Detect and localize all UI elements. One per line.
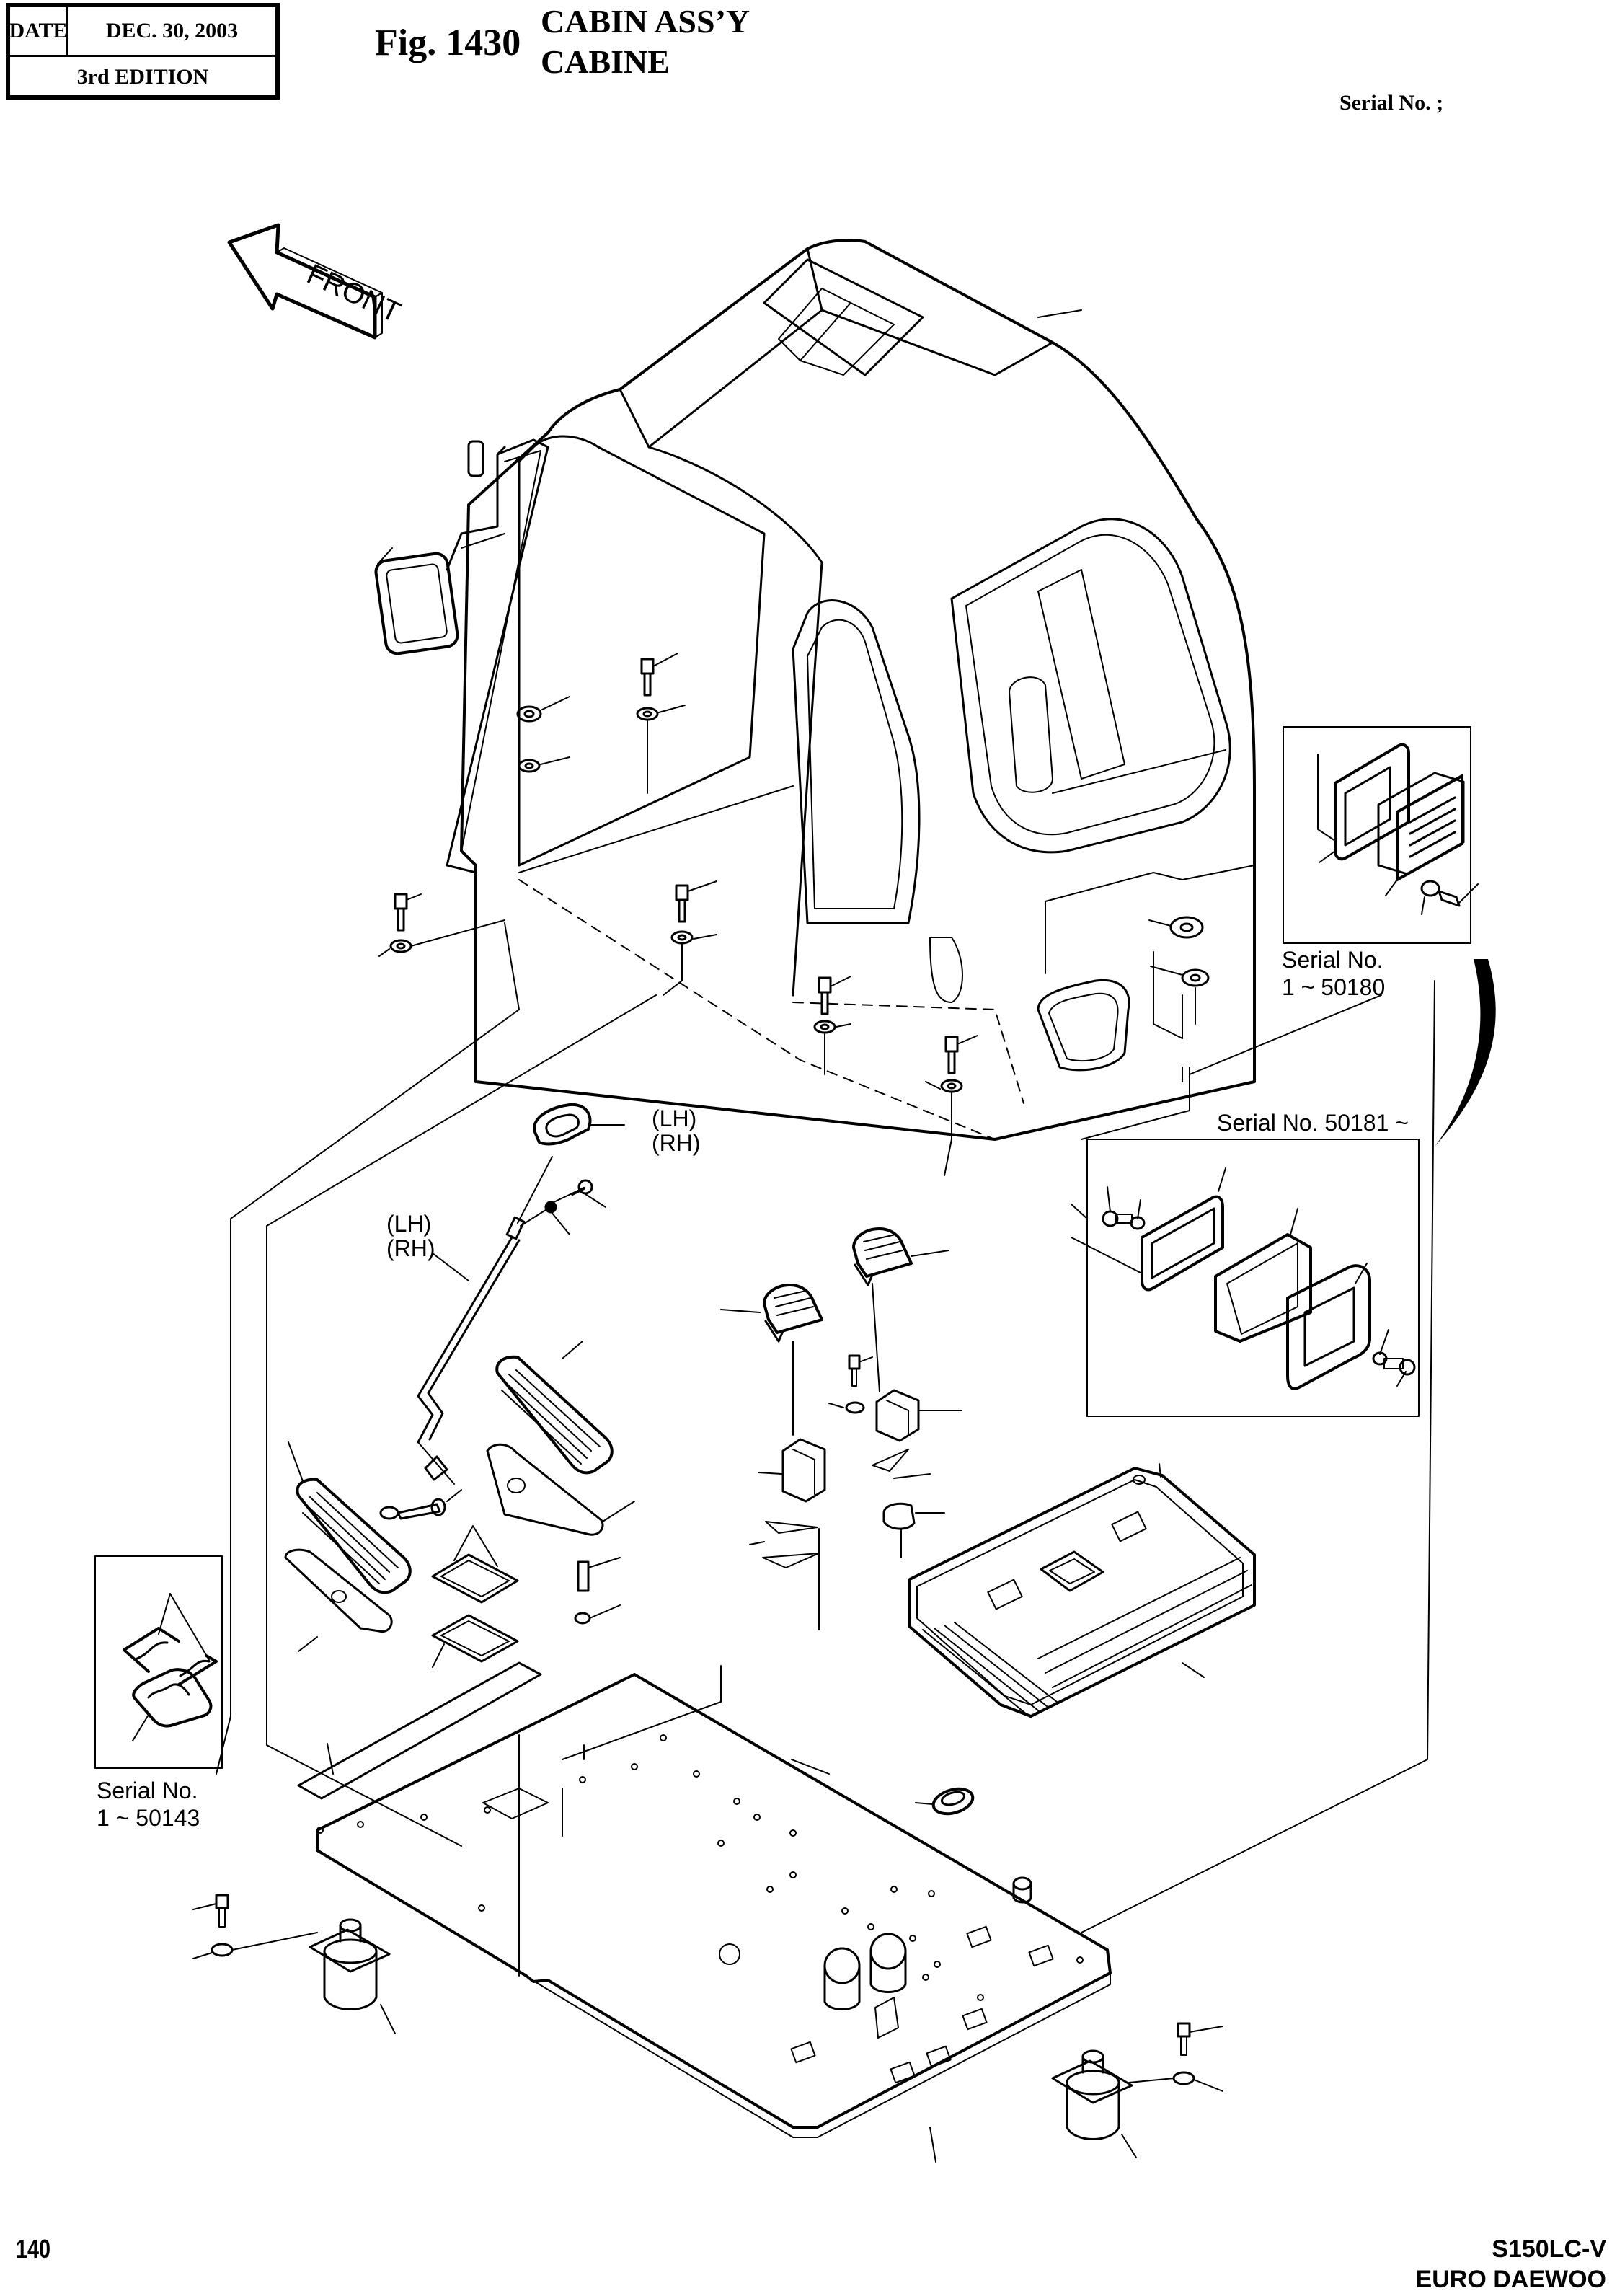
viscous-mount-front [193, 1895, 395, 2034]
plate-early-serial-line1: Serial No. [97, 1778, 198, 1803]
date-label: DATE [9, 7, 68, 55]
edition-label: 3rd EDITION [76, 65, 209, 89]
travel-lever: (LH) (RH) (LH) (RH) [386, 1105, 701, 1442]
pedal-cover-plates [433, 1526, 518, 1667]
washer-icon [519, 757, 570, 772]
vent-assembly-early: Serial No. 1 ~ 50180 [1190, 727, 1478, 1074]
figure-number: Fig. 1430 [375, 22, 521, 63]
pedal-gasket-early: Serial No. 1 ~ 50143 [95, 1556, 222, 1831]
washer-icon [672, 932, 717, 943]
footer-model: S150LC-V EURO DAEWOO [1416, 2234, 1606, 2295]
knob-side-lh: (LH) [652, 1105, 696, 1131]
floor-cover-plate [910, 1464, 1254, 1718]
travel-pedal-right [487, 1341, 634, 1535]
leader-lines [216, 923, 1435, 1933]
cabin-shell [461, 240, 1254, 1139]
lever-side-rh: (RH) [386, 1235, 435, 1261]
vent-assembly-late: Serial No. 50181 ~ [1071, 1110, 1419, 1416]
plate-early-serial-line2: 1 ~ 50143 [97, 1805, 200, 1831]
bolt-icon [946, 1036, 978, 1073]
bolt-icon [642, 653, 678, 695]
washer-icon [637, 705, 685, 720]
header-date-box: DATE DEC. 30, 2003 3rd EDITION [6, 3, 280, 100]
figure-title-fr: CABINE [541, 43, 670, 80]
figure-title-en: CABIN ASS’Y [541, 3, 750, 40]
figure-title: CABIN ASS’Y CABINE [541, 1, 750, 82]
pedal-bolts [381, 1442, 620, 1623]
serial-heading: Serial No. ; [1339, 91, 1444, 115]
auxiliary-pedals [721, 1229, 962, 1630]
divider-swoosh [1435, 959, 1496, 1147]
nut-icon [518, 697, 570, 721]
front-arrow-icon: FRONT [229, 225, 405, 337]
floor-plate-holes [317, 1735, 1083, 2000]
date-value: DEC. 30, 2003 [105, 19, 239, 43]
knob-side-rh: (RH) [652, 1130, 701, 1156]
mounting-hardware [379, 310, 1208, 1139]
vent-late-serial: Serial No. 50181 ~ [1217, 1110, 1409, 1136]
washer-icon [926, 1080, 962, 1092]
vent-early-serial-line1: Serial No. [1282, 947, 1383, 973]
rubber-grommet [916, 1785, 1031, 1902]
travel-pedal-left [285, 1442, 410, 1651]
side-mirror [374, 440, 548, 873]
model-number: S150LC-V [1492, 2235, 1606, 2263]
bolt-icon [819, 976, 851, 1014]
header-date-row: DATE DEC. 30, 2003 [9, 7, 275, 57]
viscous-mount-rear [1053, 2023, 1223, 2158]
page-number: 140 [16, 2234, 51, 2264]
floor-mat [298, 1663, 541, 1798]
bolt-icon [676, 881, 717, 922]
bolt-icon [1178, 2023, 1190, 2055]
brand-name: EURO DAEWOO [1415, 2266, 1606, 2293]
lever-side-lh: (LH) [386, 1211, 431, 1237]
washer-icon [815, 1021, 851, 1033]
floor-plate [317, 1666, 1110, 2162]
bolt-icon [216, 1895, 228, 1927]
vent-early-serial-line2: 1 ~ 50180 [1282, 974, 1385, 1000]
nut-icon [1149, 917, 1203, 937]
washer-icon [1151, 966, 1208, 986]
bolt-icon [395, 894, 421, 930]
washer-icon [379, 940, 411, 956]
